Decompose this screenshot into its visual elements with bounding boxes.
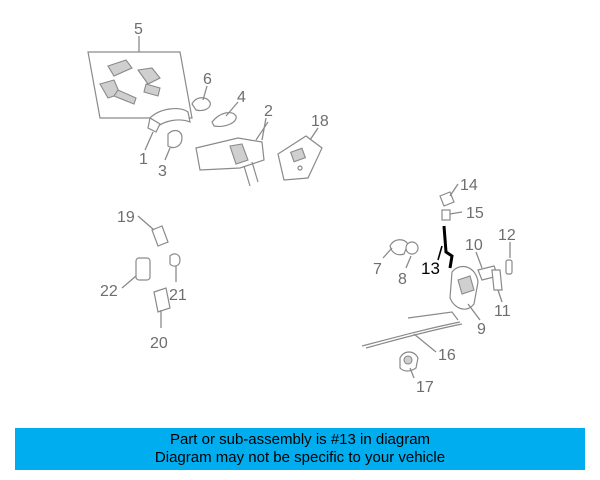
part-13-rod <box>437 225 454 269</box>
info-banner: Part or sub-assembly is #13 in diagram D… <box>15 428 585 470</box>
part-19 <box>137 215 169 247</box>
part-21 <box>169 253 181 282</box>
part-11 <box>491 269 503 303</box>
part-22 <box>121 257 151 289</box>
callout-13: 13 <box>421 259 440 278</box>
callout-2: 2 <box>264 103 273 120</box>
callout-9: 9 <box>477 321 486 338</box>
callout-18: 18 <box>311 113 329 130</box>
part-20 <box>153 287 171 328</box>
part-5-kit <box>87 36 193 119</box>
part-16-cable <box>361 311 463 353</box>
part-14 <box>439 183 459 207</box>
part-1-handle <box>144 108 191 151</box>
callout-4: 4 <box>237 89 246 106</box>
callout-10: 10 <box>465 237 483 254</box>
part-7 <box>382 239 409 259</box>
callout-14: 14 <box>460 177 478 194</box>
callout-22: 22 <box>100 283 118 300</box>
part-2-assembly <box>195 117 269 187</box>
callout-12: 12 <box>498 227 516 244</box>
part-4 <box>211 101 239 127</box>
callout-20: 20 <box>150 335 168 352</box>
part-8 <box>405 241 419 269</box>
callout-5: 5 <box>134 21 143 38</box>
callout-6: 6 <box>203 71 212 88</box>
callout-16: 16 <box>438 347 456 364</box>
callout-1: 1 <box>139 151 148 168</box>
part-3 <box>164 129 183 161</box>
callout-17: 17 <box>416 379 434 396</box>
part-12 <box>505 242 513 275</box>
part-6 <box>191 85 211 112</box>
parts-diagram: 5 6 4 2 18 1 3 19 22 21 20 14 15 12 10 7… <box>87 21 516 396</box>
callout-15: 15 <box>466 205 484 222</box>
callout-21: 21 <box>169 287 187 304</box>
callout-11: 11 <box>494 303 511 320</box>
callout-7: 7 <box>373 261 382 278</box>
banner-line-1: Part or sub-assembly is #13 in diagram <box>169 431 431 448</box>
callout-19: 19 <box>117 209 135 226</box>
callout-3: 3 <box>158 163 167 180</box>
part-17 <box>399 351 419 379</box>
callout-8: 8 <box>398 271 407 288</box>
banner-line-2: Diagram may not be specific to your vehi… <box>154 449 446 466</box>
part-15 <box>441 209 463 221</box>
part-18-module <box>277 127 323 181</box>
part-9-latch <box>449 265 481 321</box>
